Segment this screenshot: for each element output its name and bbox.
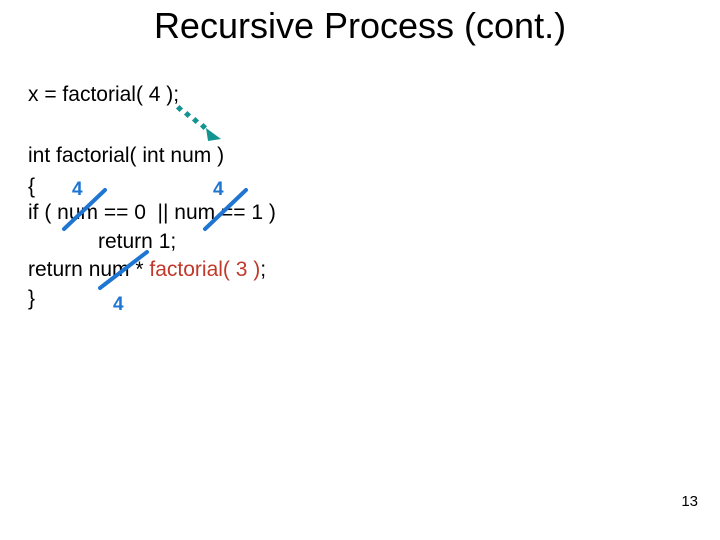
code-line-close-brace: } <box>28 287 36 310</box>
annotation-substitution-3: 4 <box>113 294 124 315</box>
page-title: Recursive Process (cont.) <box>153 5 567 46</box>
return-num-prefix: return num * <box>28 258 150 281</box>
page-number: 13 <box>681 493 698 510</box>
dotted-arrow-icon <box>175 104 221 141</box>
annotation-substitution-2: 4 <box>213 179 224 200</box>
code-line-return-one: return 1; <box>98 230 177 253</box>
return-num-suffix: ; <box>260 258 267 281</box>
code-line-signature: int factorial( int num ) <box>28 144 225 167</box>
annotation-substitution-1: 4 <box>72 179 83 200</box>
code-line-open-brace: { <box>28 175 36 198</box>
code-line-return-recursive: return num * factorial( 3 ); <box>28 259 266 280</box>
code-line-if-condition: if ( num == 0 || num == 1 ) <box>28 201 276 224</box>
code-line-caller: x = factorial( 4 ); <box>28 83 180 106</box>
recursive-call-highlight: factorial( 3 ) <box>149 258 261 281</box>
